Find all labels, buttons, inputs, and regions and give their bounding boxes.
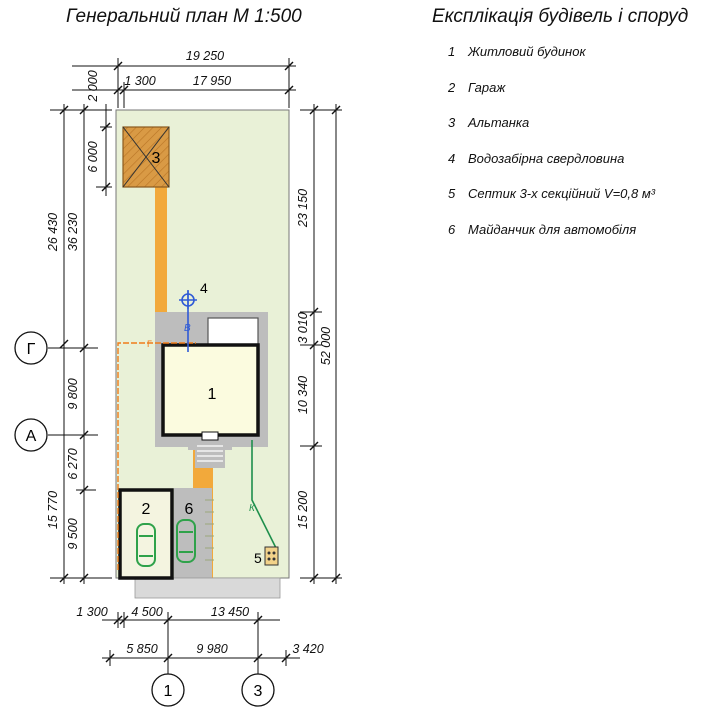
axis-marker-g: Г — [14, 331, 98, 365]
dim-left-9800: 9 800 — [66, 378, 80, 409]
parking-label: 6 — [185, 501, 194, 518]
house-label: 1 — [208, 386, 217, 403]
legend-item-number: 6 — [448, 221, 456, 237]
dim-right-52000: 52 000 — [319, 327, 333, 365]
legend-item-number: 1 — [448, 44, 456, 59]
dimension-ticks — [59, 61, 341, 663]
legend-item-text: Водозабірна свердловина — [468, 150, 625, 166]
gas-line — [117, 342, 196, 570]
dim-top-total: 19 250 — [186, 49, 224, 63]
axis-marker-3: 3 — [241, 673, 275, 707]
septic-tank-icon — [264, 546, 279, 566]
axis-label-a: А — [26, 428, 37, 445]
dim-left-36230: 36 230 — [66, 213, 80, 251]
garage-building — [118, 488, 174, 580]
dimension-labels: 19 250 1 300 17 950 2 000 6 000 26 430 3… — [46, 49, 333, 656]
legend-item: 2 Гараж — [448, 80, 655, 116]
legend-item-text: Альтанка — [468, 115, 530, 130]
garage-label: 2 — [142, 501, 151, 518]
axis-marker-a: А — [14, 418, 98, 452]
legend-list: 1 Житловий будинок 2 Гараж 3 Альтанка 4 Водо… — [448, 44, 655, 257]
legend-item: 6 Майданчик для автомобіля — [448, 222, 655, 258]
plan-title: Генеральний план М 1:500 — [66, 6, 302, 27]
dim-left-15770: 15 770 — [46, 491, 60, 529]
dim-left-26430: 26 430 — [46, 213, 60, 252]
dim-top-left: 1 300 — [124, 74, 155, 88]
legend-item: 5 Септик 3-х секційний V=0,8 м³ — [448, 186, 655, 222]
dim-left-gazebo: 6 000 — [86, 141, 100, 172]
axis-marker-1: 1 — [151, 673, 185, 707]
legend-item-number: 5 — [448, 186, 456, 201]
well-label: 4 — [200, 280, 208, 296]
house-building — [161, 343, 260, 437]
legend-item: 3 Альтанка — [448, 115, 655, 151]
entrance-stairs — [197, 445, 223, 462]
legend-item-text: Септик 3-х секційний V=0,8 м³ — [468, 186, 656, 201]
car-icon — [136, 523, 156, 567]
dim-right-3010: 3 010 — [296, 312, 310, 343]
gazebo-label: 3 — [152, 150, 161, 167]
dim-right-10340: 10 340 — [296, 376, 310, 414]
axis-label-1: 1 — [164, 683, 173, 700]
water-line-label: В — [184, 323, 191, 334]
dim-bottom-5850: 5 850 — [126, 642, 157, 656]
legend-item-text: Майданчик для автомобіля — [468, 221, 637, 237]
legend-item-number: 2 — [448, 79, 456, 95]
dim-left-9500: 9 500 — [66, 518, 80, 549]
dim-bottom-1300: 1 300 — [76, 605, 107, 619]
axis-label-g: Г — [27, 341, 36, 358]
axis-label-3: 3 — [254, 683, 263, 700]
dim-top-right: 17 950 — [193, 74, 231, 88]
dim-bottom-4500: 4 500 — [131, 605, 162, 619]
dim-left-6270: 6 270 — [66, 448, 80, 479]
legend-item-number: 4 — [448, 150, 456, 166]
legend-item-text: Житловий будинок — [468, 44, 586, 59]
septic-label: 5 — [254, 550, 262, 566]
dim-right-15200: 15 200 — [296, 491, 310, 529]
sewer-line-label: К — [249, 503, 256, 514]
dim-bottom-9980: 9 980 — [196, 642, 227, 656]
house-door — [201, 431, 219, 441]
legend-item-text: Гараж — [468, 79, 506, 95]
legend-item: 1 Житловий будинок — [448, 44, 655, 80]
legend-item-number: 3 — [448, 115, 456, 130]
gas-line-label: Г — [147, 339, 152, 349]
dim-bottom-3420: 3 420 — [292, 642, 323, 656]
legend-item: 4 Водозабірна свердловина — [448, 151, 655, 187]
dim-left-top: 2 000 — [86, 70, 100, 102]
terrace — [207, 317, 259, 347]
car-icon — [176, 519, 196, 563]
sewer-line — [251, 440, 277, 549]
legend-title: Експлікація будівель і споруд — [432, 6, 689, 27]
dim-bottom-13450: 13 450 — [211, 605, 249, 619]
dim-right-23150: 23 150 — [296, 189, 310, 228]
fence-marks — [205, 499, 214, 561]
